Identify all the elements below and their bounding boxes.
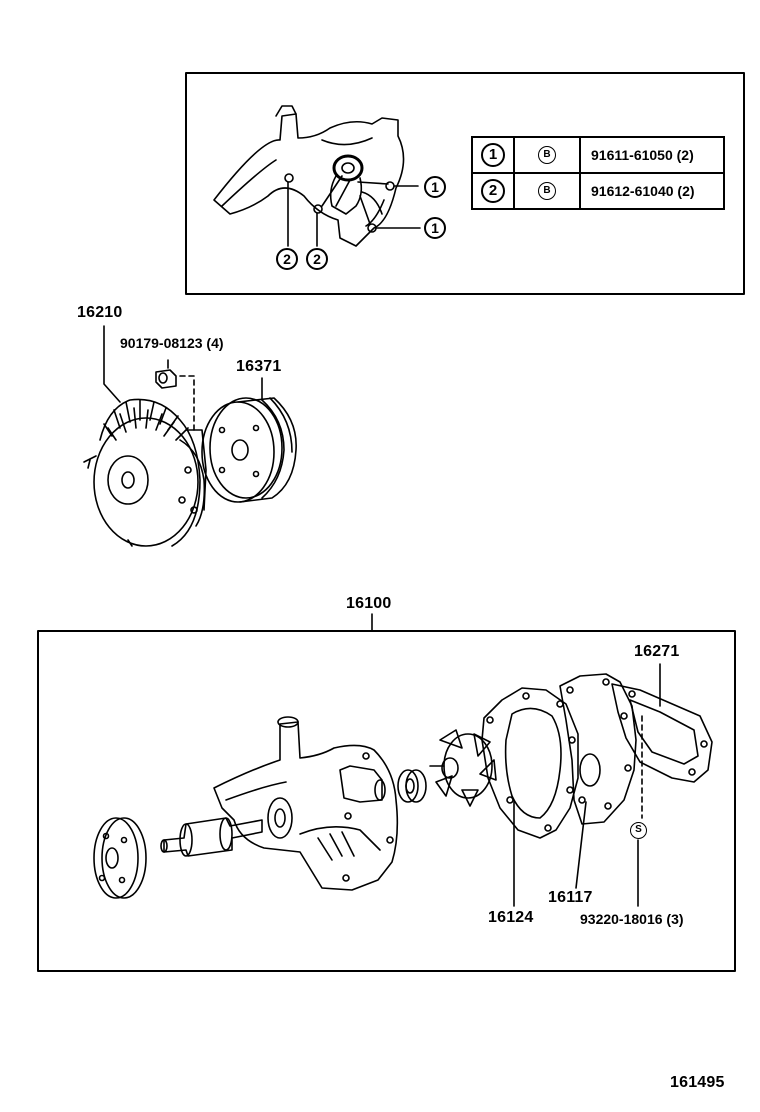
bolt-type-b: B <box>538 145 556 164</box>
top-inset-frame <box>185 72 745 295</box>
bolt-part-number: 91611-61050 (2) <box>579 136 725 174</box>
nut-drawing <box>155 369 177 389</box>
label-16210: 16210 <box>77 304 123 321</box>
pump-body-drawing <box>213 716 399 891</box>
callout-bolt-1: 1 <box>424 217 446 239</box>
label-16271: 16271 <box>634 643 680 660</box>
callout-bolt-2: 2 <box>276 248 298 270</box>
bolt-index-cell: 1 <box>471 136 515 174</box>
bolt-index-2: 2 <box>481 179 505 203</box>
pulley-drawing <box>201 397 297 503</box>
label-16371: 16371 <box>236 358 282 375</box>
callout-bolt-1: 1 <box>424 176 446 198</box>
seal-drawing <box>397 769 427 803</box>
bolt-part-number: 91612-61040 (2) <box>579 172 725 210</box>
bolt-table: 1 B 91611-61050 (2) 2 B 91612-61040 (2) <box>471 136 725 210</box>
bolt-table-row: 2 B 91612-61040 (2) <box>471 172 725 210</box>
gasket-16271-drawing <box>611 683 713 783</box>
shaft-bearing-drawing <box>160 817 263 857</box>
figure-id: 161495 <box>670 1074 725 1091</box>
label-16124: 16124 <box>488 909 534 926</box>
flange-hub-drawing <box>93 817 147 899</box>
top-pump-housing <box>213 105 405 247</box>
fan-clutch-drawing <box>83 398 207 547</box>
callout-bolt-2: 2 <box>306 248 328 270</box>
bolt-type-b: B <box>538 181 556 200</box>
bolt-table-row: 1 B 91611-61050 (2) <box>471 136 725 174</box>
label-16117: 16117 <box>548 889 593 906</box>
label-16100: 16100 <box>346 595 392 612</box>
bolt-type-cell: B <box>513 136 581 174</box>
label-93220: 93220-18016 (3) <box>580 911 684 927</box>
label-90179: 90179-08123 (4) <box>120 335 224 351</box>
bottom-assembly-frame <box>37 630 736 972</box>
dash-nut-to-clutch <box>179 375 195 431</box>
bolt-index-cell: 2 <box>471 172 515 210</box>
screw-s-marker: S <box>630 822 647 839</box>
leader-16210 <box>103 325 121 403</box>
bolt-type-cell: B <box>513 172 581 210</box>
cover-plate-drawing <box>559 673 637 825</box>
bolt-index-1: 1 <box>481 143 505 167</box>
leader-16117 <box>575 801 587 889</box>
